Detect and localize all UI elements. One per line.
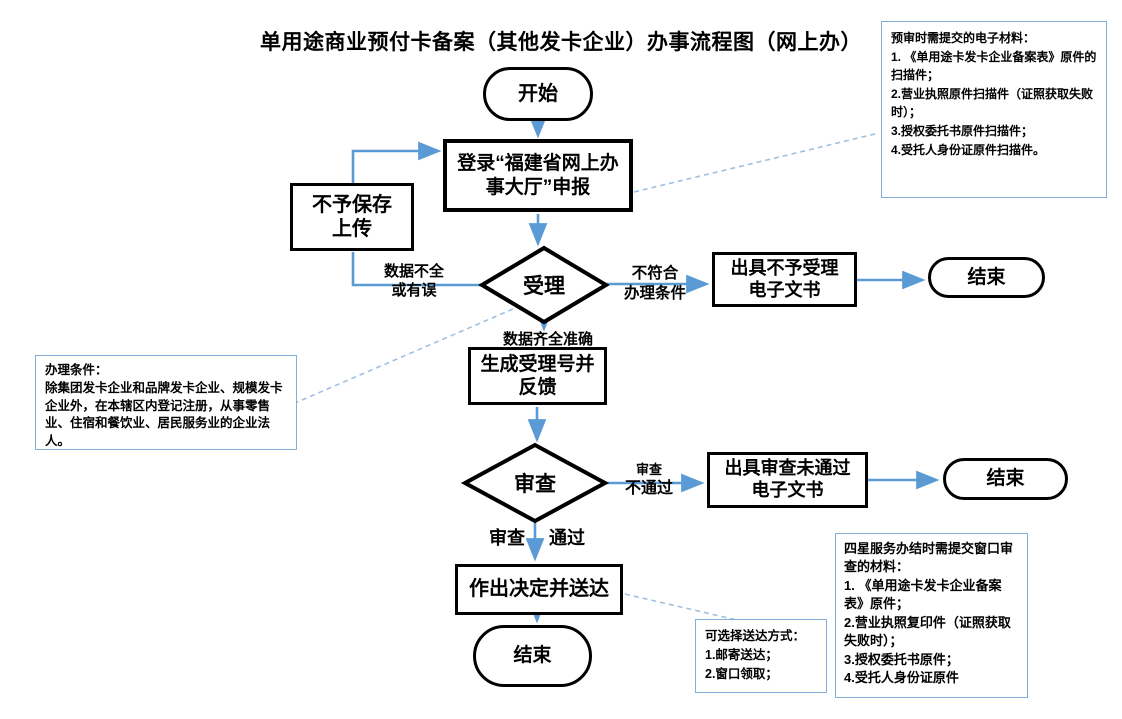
review-diamond-label: 审查 xyxy=(514,473,556,496)
edge-label-review-fail-bottom: 不通过 xyxy=(624,480,673,497)
dashed-line-login-to-materials-note xyxy=(633,132,880,193)
end-terminator-1: 结束 xyxy=(928,257,1045,298)
arrow-nosave-to-login xyxy=(351,141,442,183)
accept-diamond-label: 受理 xyxy=(523,275,565,298)
reject-doc-box: 出具不予受理 电子文书 xyxy=(712,252,857,307)
edge-label-review-pass-right: 通过 xyxy=(549,528,585,548)
end3-label: 结束 xyxy=(513,645,552,667)
login-box: 登录“福建省网上办 事大厅”申报 xyxy=(443,139,633,212)
feedback-label: 生成受理号并 反馈 xyxy=(480,353,595,398)
feedback-box: 生成受理号并 反馈 xyxy=(468,347,607,405)
edge-label-review-pass-left: 审查 xyxy=(489,528,525,548)
decision-label: 作出决定并送达 xyxy=(469,578,609,601)
flowchart-title: 单用途商业预付卡备案（其他发卡企业）办事流程图（网上办） xyxy=(260,31,862,54)
nosave-box: 不予保存 上传 xyxy=(290,183,414,251)
review-diamond xyxy=(460,442,610,524)
end1-label: 结束 xyxy=(967,266,1006,288)
nosave-label: 不予保存 上传 xyxy=(312,193,392,240)
edge-label-not-qualified: 不符合 办理条件 xyxy=(623,265,686,302)
end2-label: 结束 xyxy=(986,468,1025,490)
decision-box: 作出决定并送达 xyxy=(455,564,623,615)
start-label: 开始 xyxy=(518,82,558,105)
note-conditions: 办理条件： 除集团发卡企业和品牌发卡企业、规模发卡企业外，在本辖区内登记注册，从… xyxy=(35,355,297,450)
review-reject-doc-label: 出具审查未通过 电子文书 xyxy=(724,458,851,500)
note-four-star: 四星服务办结时需提交窗口审查的材料： 1. 《单用途卡发卡企业备案表》原件； 2… xyxy=(835,533,1028,698)
note-pre-review-materials: 预审时需提交的电子材料： 1. 《单用途卡发卡企业备案表》原件的扫描件； 2.营… xyxy=(881,21,1107,198)
edge-label-complete: 数据齐全准确 xyxy=(502,331,593,348)
note-delivery-options: 可选择送达方式： 1.邮寄送达； 2.窗口领取； xyxy=(695,619,827,693)
line-accept-to-nosave xyxy=(351,252,482,287)
review-reject-doc-box: 出具审查未通过 电子文书 xyxy=(707,452,868,508)
login-label: 登录“福建省网上办 事大厅”申报 xyxy=(457,153,619,198)
start-terminator: 开始 xyxy=(483,67,593,121)
edge-label-incomplete: 数据不全 或有误 xyxy=(383,263,444,300)
accept-diamond xyxy=(478,245,610,325)
edge-label-review-fail-top: 审查 xyxy=(635,462,662,477)
reject-doc-label: 出具不予受理 电子文书 xyxy=(730,257,839,300)
end-terminator-3: 结束 xyxy=(473,625,592,687)
dashed-line-accept-to-conditions-note xyxy=(294,308,514,404)
end-terminator-2: 结束 xyxy=(943,458,1068,500)
